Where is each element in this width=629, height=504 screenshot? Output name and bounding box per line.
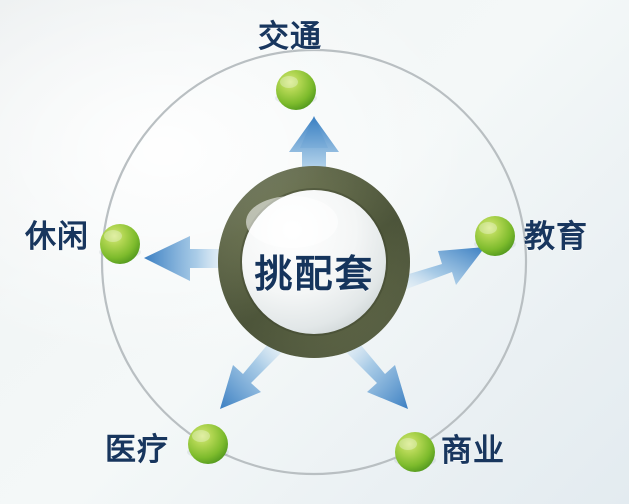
hub-ring — [218, 166, 410, 358]
hub-label: 挑配套 — [254, 252, 375, 296]
node-label-jiaotong: 交通 — [258, 19, 322, 55]
node-sphere-jiaoyu — [474, 216, 516, 256]
arrow-to-jiaotong — [289, 116, 339, 195]
node-sphere-yiliao — [187, 424, 229, 464]
arrow-to-jiaoyu — [399, 247, 485, 290]
node-label-jiaoyu: 教育 — [524, 219, 588, 255]
node-sphere-jiaotong — [275, 70, 317, 110]
node-label-shangye: 商业 — [441, 433, 505, 469]
arrow-to-shangye — [343, 338, 408, 409]
arrow-to-yiliao — [220, 338, 285, 409]
node-sphere-xiuxian — [99, 224, 141, 264]
arrow-to-xiuxian — [144, 236, 232, 281]
orbit-ring — [100, 48, 528, 476]
node-label-yiliao: 医疗 — [105, 432, 169, 468]
node-sphere-shangye — [394, 432, 436, 472]
node-label-xiuxian: 休闲 — [25, 219, 89, 255]
